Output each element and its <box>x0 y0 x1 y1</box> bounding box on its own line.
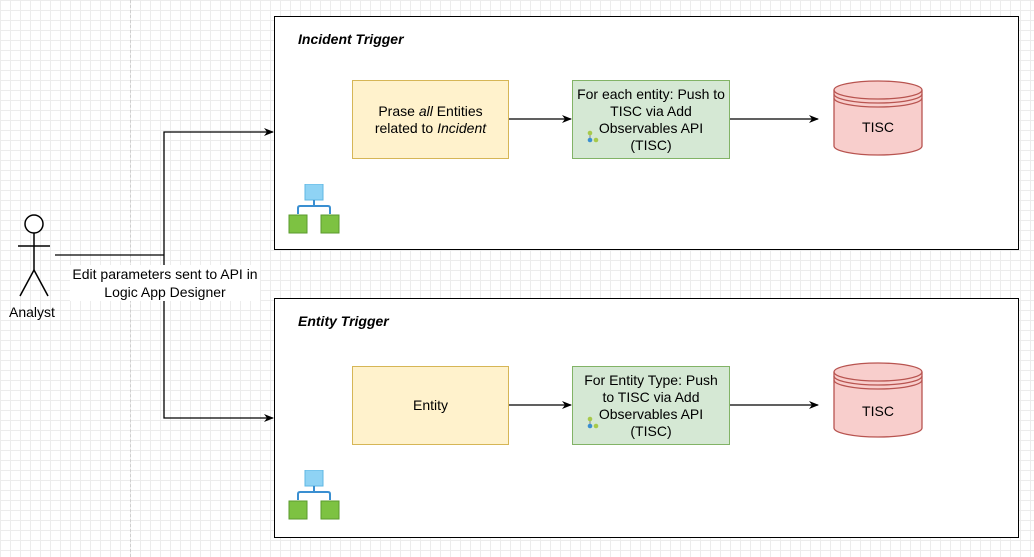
incident-push-step[interactable]: For each entity: Push to TISC via Add Ob… <box>572 80 730 159</box>
action-connector-icon <box>587 130 599 143</box>
workflow-icon <box>288 184 340 234</box>
step-text: Entities related to <box>374 102 483 136</box>
step-text: Prase <box>378 102 419 119</box>
edge-label-line1: Edit parameters sent to API in <box>72 266 258 282</box>
entity-db-label: TISC <box>862 403 894 419</box>
workflow-icon <box>288 470 340 520</box>
entity-step-text: Entity <box>412 397 448 413</box>
edge-label: Edit parameters sent to API in Logic App… <box>70 265 260 301</box>
entity-push-step[interactable]: For Entity Type: Push to TISC via Add Ob… <box>572 366 730 445</box>
step-text-emphasis: Incident <box>437 119 487 136</box>
incident-tisc-db[interactable] <box>833 80 923 156</box>
edge-to-entity <box>163 255 274 422</box>
analyst-actor-icon[interactable] <box>14 212 54 302</box>
entity-step[interactable]: Entity <box>352 366 509 445</box>
edge-label-line2: Logic App Designer <box>104 284 226 300</box>
entity-push-text: For Entity Type: Push to TISC via Add Ob… <box>584 371 718 439</box>
incident-parse-step[interactable]: Prase all Entities related to Incident <box>352 80 509 159</box>
edge-to-incident <box>163 128 274 255</box>
entity-trigger-title: Entity Trigger <box>298 313 389 329</box>
entity-tisc-db[interactable] <box>833 362 923 438</box>
incident-push-text: For each entity: Push to TISC via Add Ob… <box>577 85 725 153</box>
step-text-emphasis: all <box>418 102 433 119</box>
incident-trigger-title: Incident Trigger <box>298 31 404 47</box>
incident-db-label: TISC <box>862 119 894 135</box>
action-connector-icon <box>587 416 599 429</box>
analyst-label: Analyst <box>9 304 55 320</box>
